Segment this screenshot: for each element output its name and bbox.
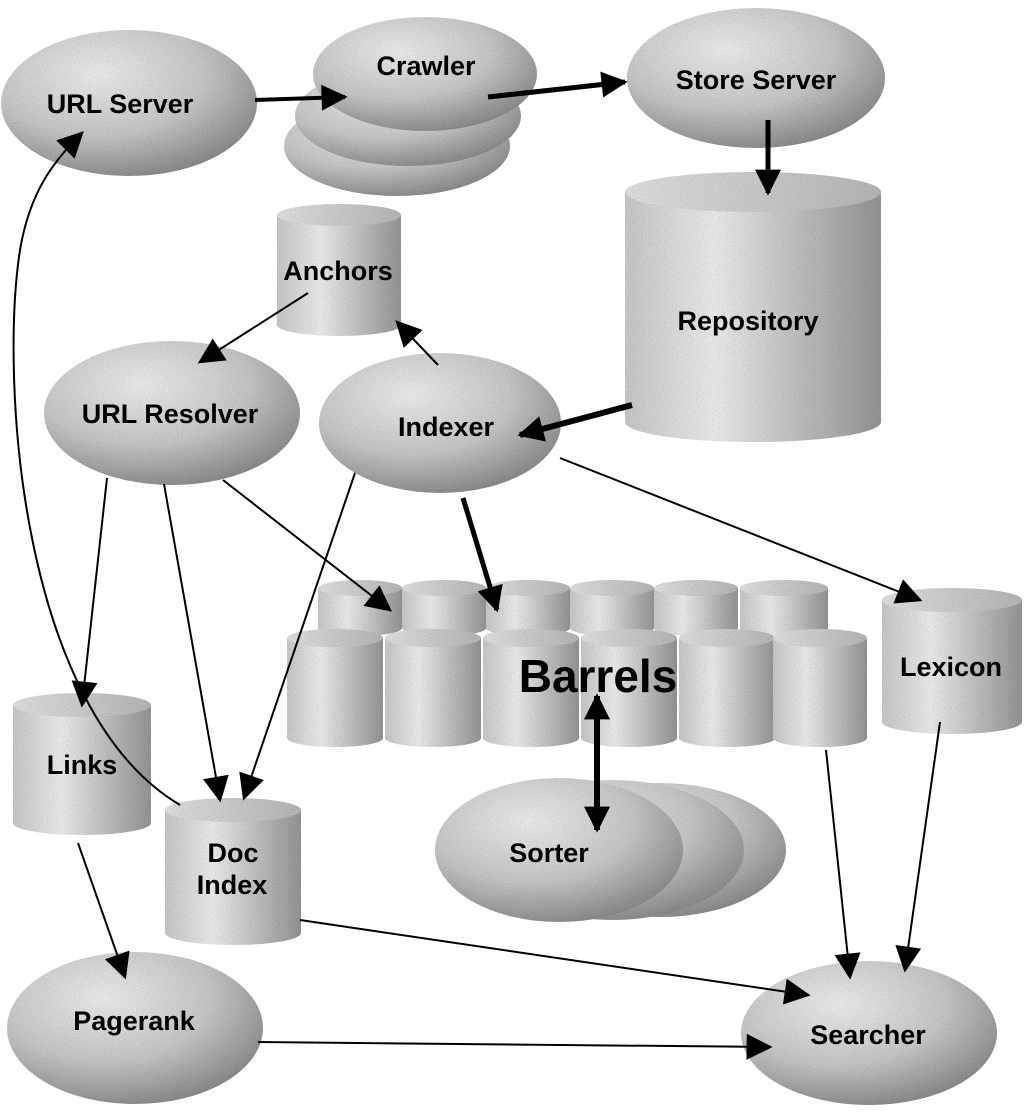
arrow-anchors-urlresolver bbox=[197, 292, 309, 364]
anchors-label: Anchors bbox=[283, 256, 393, 286]
arrow-urlresolver-links bbox=[71, 477, 108, 708]
arrow-barrels-searcher bbox=[825, 749, 861, 980]
barrels-label: Barrels bbox=[519, 650, 678, 702]
url-resolver-oval bbox=[44, 341, 300, 485]
sorter-oval-stack bbox=[435, 778, 786, 922]
barrels-front-row bbox=[287, 629, 867, 747]
links-cylinder bbox=[13, 693, 151, 835]
crawler-oval-stack bbox=[284, 17, 537, 196]
doc-index-cylinder bbox=[165, 798, 301, 945]
arrow-urlserver-crawler bbox=[254, 84, 348, 111]
url-resolver-label: URL Resolver bbox=[82, 399, 259, 429]
arrow-crawler-storeserver bbox=[487, 71, 628, 100]
arrow-links-pagerank bbox=[77, 842, 130, 980]
repository-label: Repository bbox=[677, 306, 818, 336]
arrow-lexicon-searcher bbox=[895, 721, 941, 973]
arrow-indexer-lexicon bbox=[559, 457, 923, 604]
doc-index-label-line1: Doc bbox=[207, 838, 258, 868]
pagerank-label: Pagerank bbox=[73, 1006, 196, 1036]
indexer-label: Indexer bbox=[398, 412, 495, 442]
arrows bbox=[12, 71, 941, 1060]
arrow-indexer-anchors bbox=[395, 320, 439, 366]
crawler-label: Crawler bbox=[376, 51, 476, 81]
arrow-indexer-barrels bbox=[460, 497, 503, 613]
indexer-oval bbox=[319, 353, 561, 493]
anchors-cylinder bbox=[277, 204, 401, 336]
arrow-repository-indexer bbox=[517, 402, 633, 442]
barrels-back-row bbox=[318, 580, 828, 636]
store-server-label: Store Server bbox=[676, 65, 837, 95]
repository-cylinder bbox=[625, 172, 881, 442]
pagerank-oval bbox=[7, 952, 263, 1104]
doc-index-label-line2: Index bbox=[197, 870, 268, 900]
arrow-pagerank-searcher bbox=[257, 1033, 773, 1060]
sorter-label: Sorter bbox=[509, 838, 589, 868]
arrow-docindex-urlserver bbox=[12, 131, 181, 806]
lexicon-label: Lexicon bbox=[900, 652, 1002, 682]
searcher-label: Searcher bbox=[810, 1020, 926, 1050]
arrow-urlresolver-docindex bbox=[163, 483, 229, 803]
arrow-indexer-docindex bbox=[239, 472, 356, 801]
store-server-oval bbox=[627, 8, 885, 148]
arrow-urlresolver-barrels bbox=[222, 479, 393, 612]
arrow-docindex-searcher bbox=[299, 919, 811, 1005]
url-server-label: URL Server bbox=[47, 89, 194, 119]
links-label: Links bbox=[47, 750, 118, 780]
